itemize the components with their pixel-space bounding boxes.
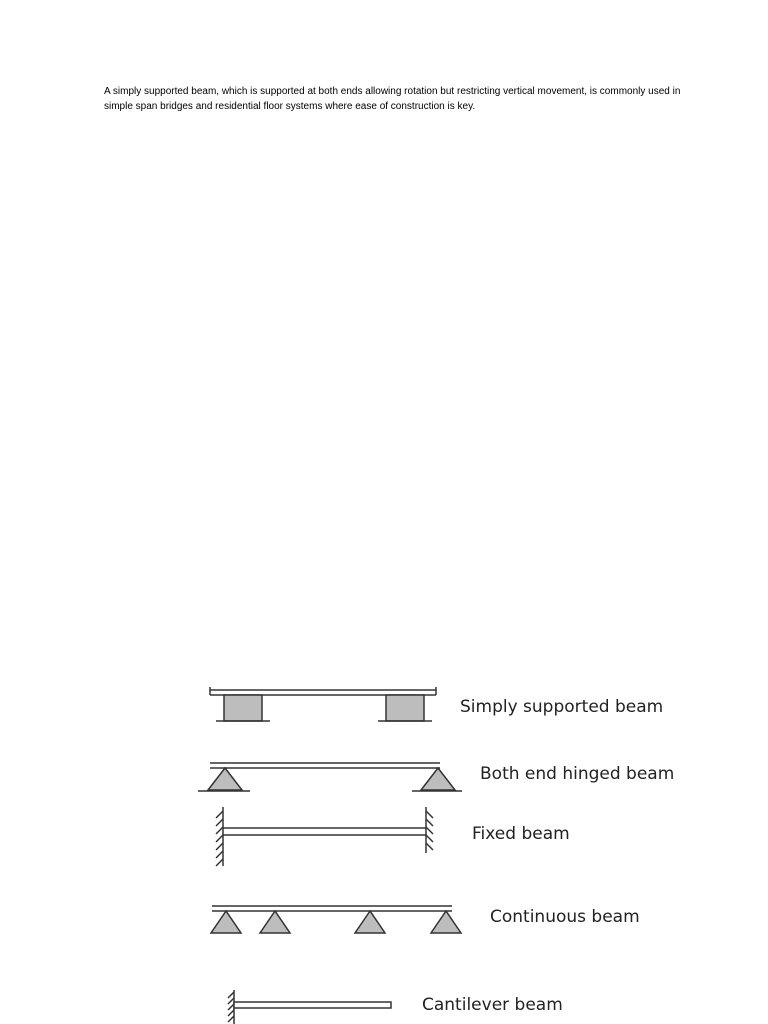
both-end-hinged-beam-drawing (198, 762, 462, 792)
label-cantilever-beam: Cantilever beam (422, 995, 563, 1015)
fixed-beam-drawing (215, 807, 434, 867)
label-simply-supported-beam: Simply supported beam (460, 697, 664, 717)
continuous-beam-drawing (209, 905, 463, 934)
label-both-end-hinged-beam: Both end hinged beam (480, 764, 675, 784)
beam-drawings (198, 687, 463, 1024)
cantilever-beam-drawing (227, 990, 392, 1024)
label-continuous-beam: Continuous beam (490, 907, 640, 927)
label-fixed-beam: Fixed beam (472, 824, 570, 844)
description-paragraph: A simply supported beam, which is suppor… (104, 86, 681, 112)
beam-types-diagram: Simply supported beam Both end hinged be… (190, 680, 710, 1024)
simply-supported-beam-drawing (209, 687, 437, 722)
